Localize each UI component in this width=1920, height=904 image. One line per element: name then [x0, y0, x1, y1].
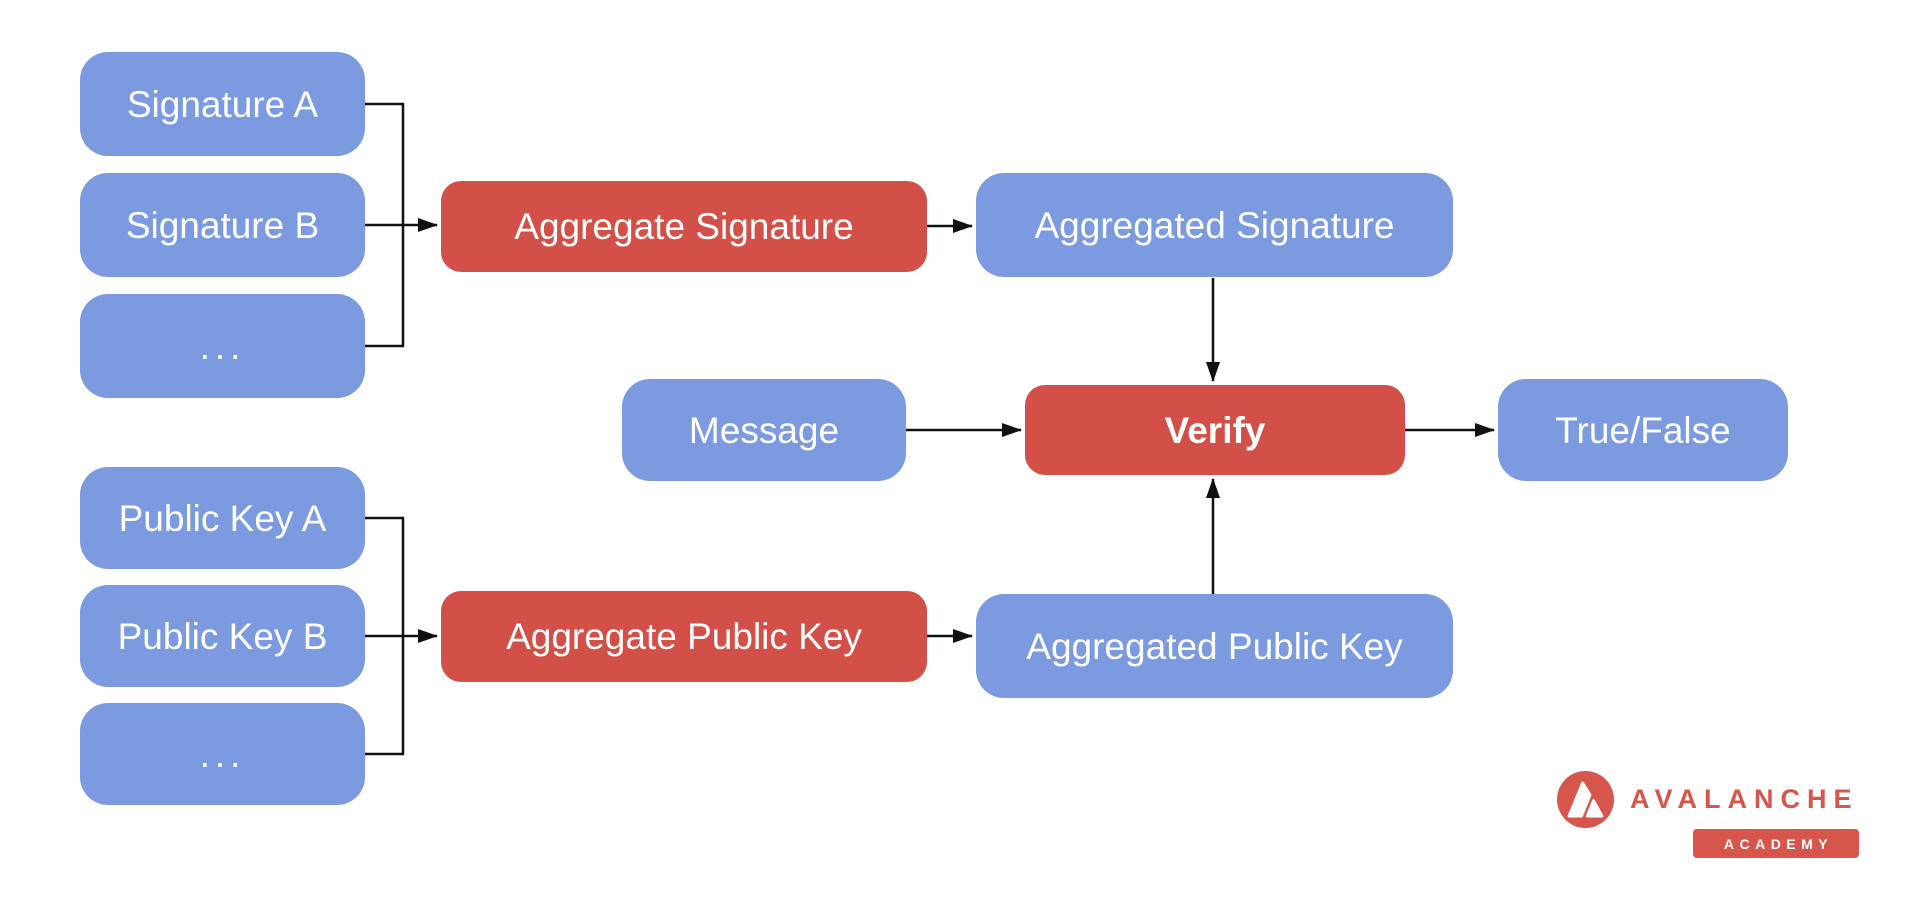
node-public-key-b: Public Key B — [80, 585, 365, 687]
node-label: Message — [688, 409, 840, 451]
node-aggregated-signature: Aggregated Signature — [976, 173, 1453, 277]
node-label: Aggregated Signature — [1034, 204, 1395, 246]
node-public-key-ellipsis: ... — [80, 703, 365, 805]
node-label: True/False — [1555, 409, 1731, 451]
node-aggregated-public-key: Aggregated Public Key — [976, 594, 1453, 698]
logo-wordmark: AVALANCHE — [1630, 784, 1859, 814]
node-verify: Verify — [1025, 385, 1405, 475]
node-label: ... — [199, 325, 246, 367]
node-signature-a: Signature A — [80, 52, 365, 156]
node-public-key-a: Public Key A — [80, 467, 365, 569]
avalanche-academy-logo: AVALANCHE ACADEMY — [1557, 771, 1859, 858]
node-label: Aggregate Public Key — [506, 616, 862, 657]
node-label: Aggregated Public Key — [1026, 625, 1403, 667]
node-true-false: True/False — [1498, 379, 1788, 481]
node-label: Public Key A — [118, 497, 327, 539]
node-label: Signature A — [126, 83, 319, 125]
node-label: Verify — [1164, 409, 1266, 451]
node-aggregate-signature: Aggregate Signature — [441, 181, 927, 272]
node-label: Public Key B — [117, 615, 328, 657]
node-message: Message — [622, 379, 906, 481]
logo-row: AVALANCHE — [1557, 771, 1859, 828]
node-label: Signature B — [125, 204, 320, 246]
node-aggregate-public-key: Aggregate Public Key — [441, 591, 927, 682]
academy-badge: ACADEMY — [1692, 829, 1859, 858]
node-label: ... — [199, 733, 246, 775]
node-label: Aggregate Signature — [514, 206, 854, 247]
node-signature-ellipsis: ... — [80, 294, 365, 398]
avalanche-logo-icon — [1557, 771, 1614, 828]
node-signature-b: Signature B — [80, 173, 365, 277]
